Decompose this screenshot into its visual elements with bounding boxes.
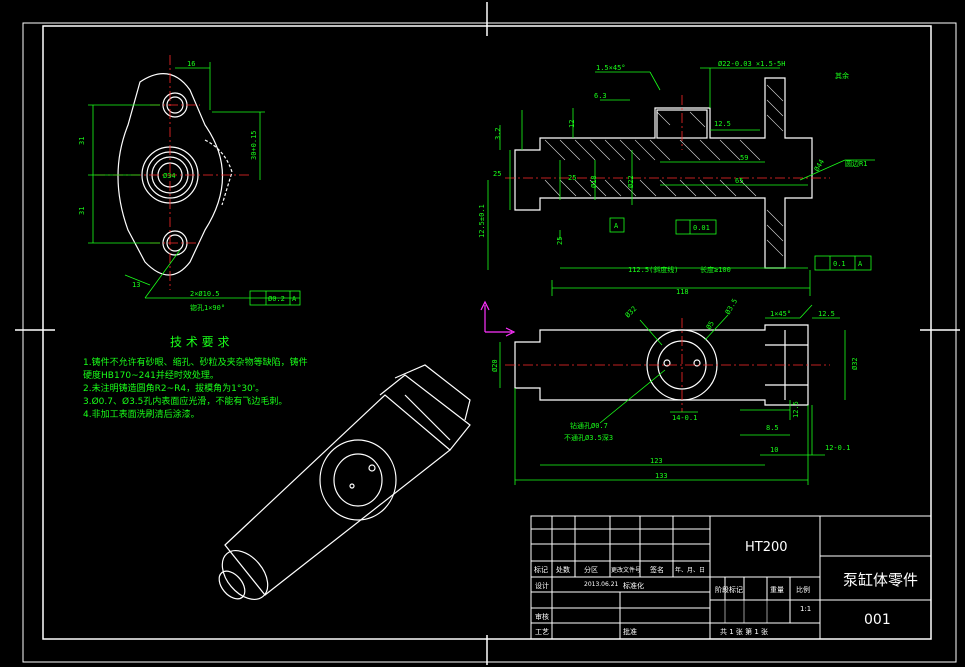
bottom-view-dimensions	[499, 304, 846, 485]
tb-weight-label: 重量	[770, 586, 784, 594]
tech-requirement-line-4: 3.Ø0.7、Ø3.5孔内表面应光滑，不能有飞边毛刺。	[83, 397, 288, 407]
svg-text:Ø34: Ø34	[163, 172, 176, 180]
drawing-number-label: 001	[864, 612, 891, 628]
svg-text:Ø22-0.03 ×1.5-5H: Ø22-0.03 ×1.5-5H	[718, 60, 785, 68]
svg-text:16: 16	[187, 60, 195, 68]
svg-text:12.5±0.1: 12.5±0.1	[478, 204, 486, 238]
svg-text:12-0.1: 12-0.1	[825, 444, 850, 452]
tb-approve-label: 批准	[623, 628, 637, 636]
svg-text:31: 31	[78, 207, 86, 215]
svg-text:25: 25	[568, 174, 576, 182]
tb-review-label: 审核	[535, 613, 549, 621]
svg-text:不通孔Ø3.5深3: 不通孔Ø3.5深3	[564, 433, 613, 442]
svg-text:Ø32: Ø32	[851, 357, 859, 370]
svg-text:A: A	[614, 222, 619, 230]
svg-text:59: 59	[740, 154, 748, 162]
svg-text:25: 25	[556, 237, 564, 245]
svg-text:2×Ø10.5: 2×Ø10.5	[190, 290, 220, 298]
tech-requirement-line-3: 2.未注明铸造圆角R2~R4，拔模角为1°30'。	[83, 384, 265, 394]
svg-text:65: 65	[735, 177, 743, 185]
svg-text:Ø5: Ø5	[705, 320, 716, 331]
material-label: HT200	[745, 540, 788, 555]
tb-stage-label: 阶段标记	[715, 586, 743, 594]
svg-text:12.5: 12.5	[714, 120, 731, 128]
svg-text:0.1: 0.1	[833, 260, 846, 268]
tb-row-label-count: 处数	[556, 566, 570, 574]
top-view-dimensions	[88, 62, 301, 306]
svg-text:31: 31	[78, 137, 86, 145]
tb-row-label-change: 更改文件号	[611, 567, 642, 574]
tb-design-label: 设计	[535, 582, 549, 590]
svg-text:123: 123	[650, 457, 663, 465]
svg-text:A: A	[858, 260, 863, 268]
tb-row-label-date: 年、月、日	[675, 567, 706, 574]
svg-text:锪孔1×90°: 锪孔1×90°	[190, 303, 225, 312]
svg-text:其余: 其余	[835, 71, 849, 80]
main-section-hatch	[544, 84, 784, 257]
svg-text:3.2: 3.2	[494, 127, 502, 140]
part-name-label: 泵缸体零件	[843, 571, 919, 589]
title-block	[530, 515, 932, 640]
isometric-part-view	[218, 364, 471, 600]
svg-text:1×45°: 1×45°	[770, 310, 791, 318]
svg-text:Ø22: Ø22	[627, 175, 635, 188]
svg-text:Ø0.2: Ø0.2	[268, 295, 285, 303]
tb-scale-label: 比例	[796, 586, 810, 594]
svg-text:1.5×45°: 1.5×45°	[596, 64, 626, 72]
tb-row-label-mark: 标记	[534, 566, 548, 574]
svg-text:133: 133	[655, 472, 668, 480]
svg-text:25: 25	[493, 170, 501, 178]
svg-text:12: 12	[568, 120, 576, 128]
svg-text:14-0.1: 14-0.1	[672, 414, 697, 422]
tb-sheet-text: 共 1 张 第 1 张	[720, 628, 769, 636]
svg-text:112.5(斜度线): 112.5(斜度线)	[628, 265, 679, 274]
tb-std-label: 标准化	[623, 582, 644, 590]
svg-text:钻通孔Ø0.7: 钻通孔Ø0.7	[570, 421, 608, 430]
tb-design-date: 2013.06.21	[584, 581, 619, 588]
tech-requirement-line-5: 4.非加工表面洗刷清后涂漆。	[83, 410, 200, 420]
ucs-axis-icon	[480, 300, 516, 337]
svg-text:8.5: 8.5	[766, 424, 779, 432]
tech-requirement-line-2: 硬度HB170~241并经时效处理。	[83, 371, 219, 381]
svg-text:10: 10	[770, 446, 778, 454]
tech-requirement-line-1: 1.铸件不允许有砂眼、缩孔、砂粒及夹杂物等缺陷，铸件	[83, 358, 308, 368]
svg-text:12.5: 12.5	[818, 310, 835, 318]
svg-text:Ø18: Ø18	[590, 175, 598, 188]
svg-text:0.01: 0.01	[693, 224, 710, 232]
tb-process-label: 工艺	[535, 628, 549, 636]
tb-row-label-sign: 签名	[650, 566, 664, 574]
tb-row-label-zone: 分区	[584, 566, 598, 574]
svg-text:12.5: 12.5	[792, 401, 800, 418]
svg-text:长度≥100: 长度≥100	[700, 265, 731, 274]
svg-text:30+0.15: 30+0.15	[250, 130, 258, 160]
scale-value: 1:1	[800, 605, 812, 613]
svg-text:118: 118	[676, 288, 689, 296]
svg-text:A: A	[292, 295, 297, 303]
tech-requirements-title: 技 术 要 求	[170, 335, 230, 349]
svg-text:圆边R1: 圆边R1	[845, 159, 867, 168]
svg-text:13: 13	[132, 281, 140, 289]
svg-text:Ø20: Ø20	[491, 359, 499, 372]
sheet-border	[22, 22, 957, 663]
svg-text:6.3: 6.3	[594, 92, 607, 100]
main-view-dimensions	[487, 67, 875, 296]
